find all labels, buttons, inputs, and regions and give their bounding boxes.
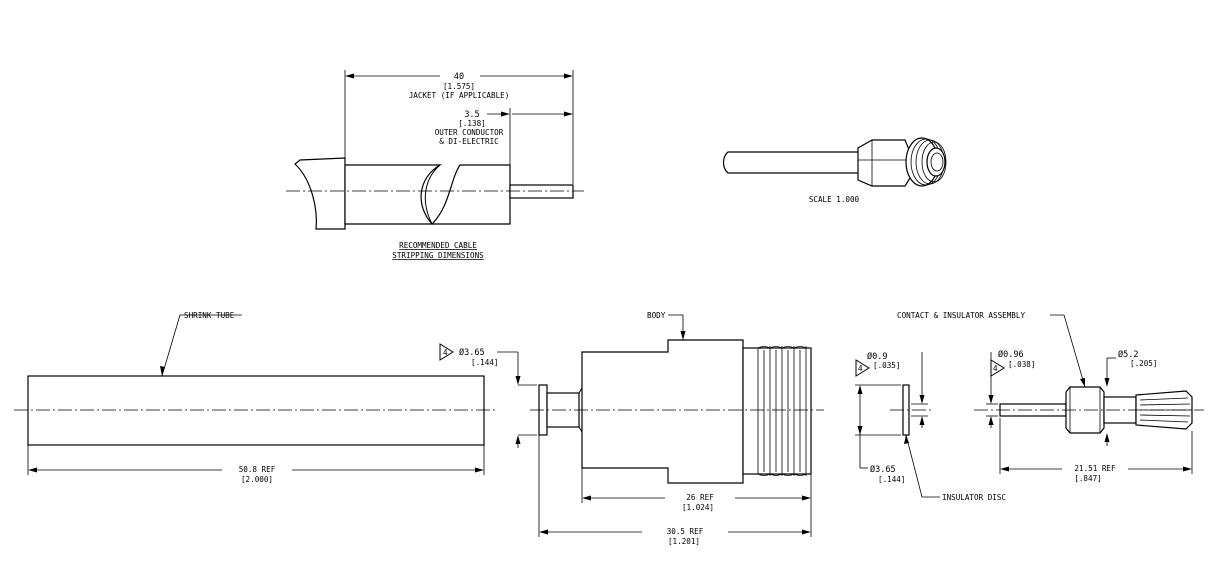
disc-label: INSULATOR DISC xyxy=(942,493,1006,502)
disc-top-dia-mm: Ø0.9 xyxy=(867,351,887,362)
dim-jacket-mm: 40 xyxy=(454,72,464,82)
contact-assembly-view: CONTACT & INSULATOR ASSEMBLY 4 Ø0.96 [.0… xyxy=(897,311,1204,483)
cable-center-conductor xyxy=(509,184,574,199)
cable-break-segment xyxy=(430,164,511,225)
body-overall-in: [1.201] xyxy=(668,537,700,546)
contact-outer-dia-mm: Ø5.2 xyxy=(1118,349,1138,360)
contact-assembly-label: CONTACT & INSULATOR ASSEMBLY xyxy=(897,311,1025,320)
shrink-tube xyxy=(27,375,485,446)
cable-jacket xyxy=(294,157,346,230)
body-view: BODY 4 Ø3.65 [.144] 26 REF [1.024] 30.5 … xyxy=(439,311,824,546)
contact-pin-dia-in: [.038] xyxy=(1008,360,1035,369)
shrink-tube-length-in: [2.000] xyxy=(241,475,273,484)
cable-stripping-view: 40 [1.575] JACKET (IF APPLICABLE) 3.5 [.… xyxy=(286,70,584,260)
shrink-tube-length-mm: 50.8 REF xyxy=(239,465,276,474)
contact-note-flag: 4 xyxy=(993,364,998,373)
body-length-mm: 26 REF xyxy=(686,493,714,502)
disc-bottom-dia-in: [.144] xyxy=(878,475,905,484)
insulator-disc-view: 4 Ø0.9 [.035] Ø3.65 [.144] INSULATOR DIS… xyxy=(855,351,1006,502)
contact-pin-dia-mm: Ø0.96 xyxy=(998,349,1024,360)
body-length-in: [1.024] xyxy=(682,503,714,512)
dim-outer-mm: 3.5 xyxy=(464,110,479,120)
caption-line-1: RECOMMENDED CABLE xyxy=(399,241,477,250)
body-overall-mm: 30.5 REF xyxy=(667,527,704,536)
caption-line-2: STRIPPING DIMENSIONS xyxy=(392,251,484,260)
contact-length-in: [.847] xyxy=(1074,474,1101,483)
shrink-tube-label: SHRINK TUBE xyxy=(184,311,235,320)
disc-top-dia-in: [.035] xyxy=(873,361,900,370)
dim-outer-label-1: OUTER CONDUCTOR xyxy=(435,128,504,137)
iso-pin xyxy=(722,151,863,174)
body-diameter-mm: Ø3.65 xyxy=(459,347,485,358)
iso-body-hex xyxy=(857,139,911,187)
dim-outer-label-2: & DI-ELECTRIC xyxy=(439,137,498,146)
body-thread xyxy=(742,347,812,475)
dim-jacket-in: [1.575] xyxy=(443,82,475,91)
body-main xyxy=(581,339,744,484)
shrink-tube-view: SHRINK TUBE 50.8 REF [2.000] xyxy=(14,311,496,484)
contact-outer-dia-in: [.205] xyxy=(1130,359,1157,368)
body-label: BODY xyxy=(647,311,666,320)
contact-length-mm: 21.51 REF xyxy=(1074,464,1116,473)
dim-jacket-label: JACKET (IF APPLICABLE) xyxy=(409,91,510,100)
body-diameter-in: [.144] xyxy=(471,358,498,367)
disc-note-flag: 4 xyxy=(858,364,863,373)
body-thread-ridges xyxy=(757,346,807,476)
scale-label: SCALE 1.000 xyxy=(809,195,860,204)
iso-view: SCALE 1.000 xyxy=(722,137,947,204)
disc-bottom-dia-mm: Ø3.65 xyxy=(870,464,896,475)
body-note-flag: 4 xyxy=(443,348,448,357)
dim-outer-in: [.138] xyxy=(458,119,485,128)
note-flag-triangle xyxy=(439,343,454,361)
